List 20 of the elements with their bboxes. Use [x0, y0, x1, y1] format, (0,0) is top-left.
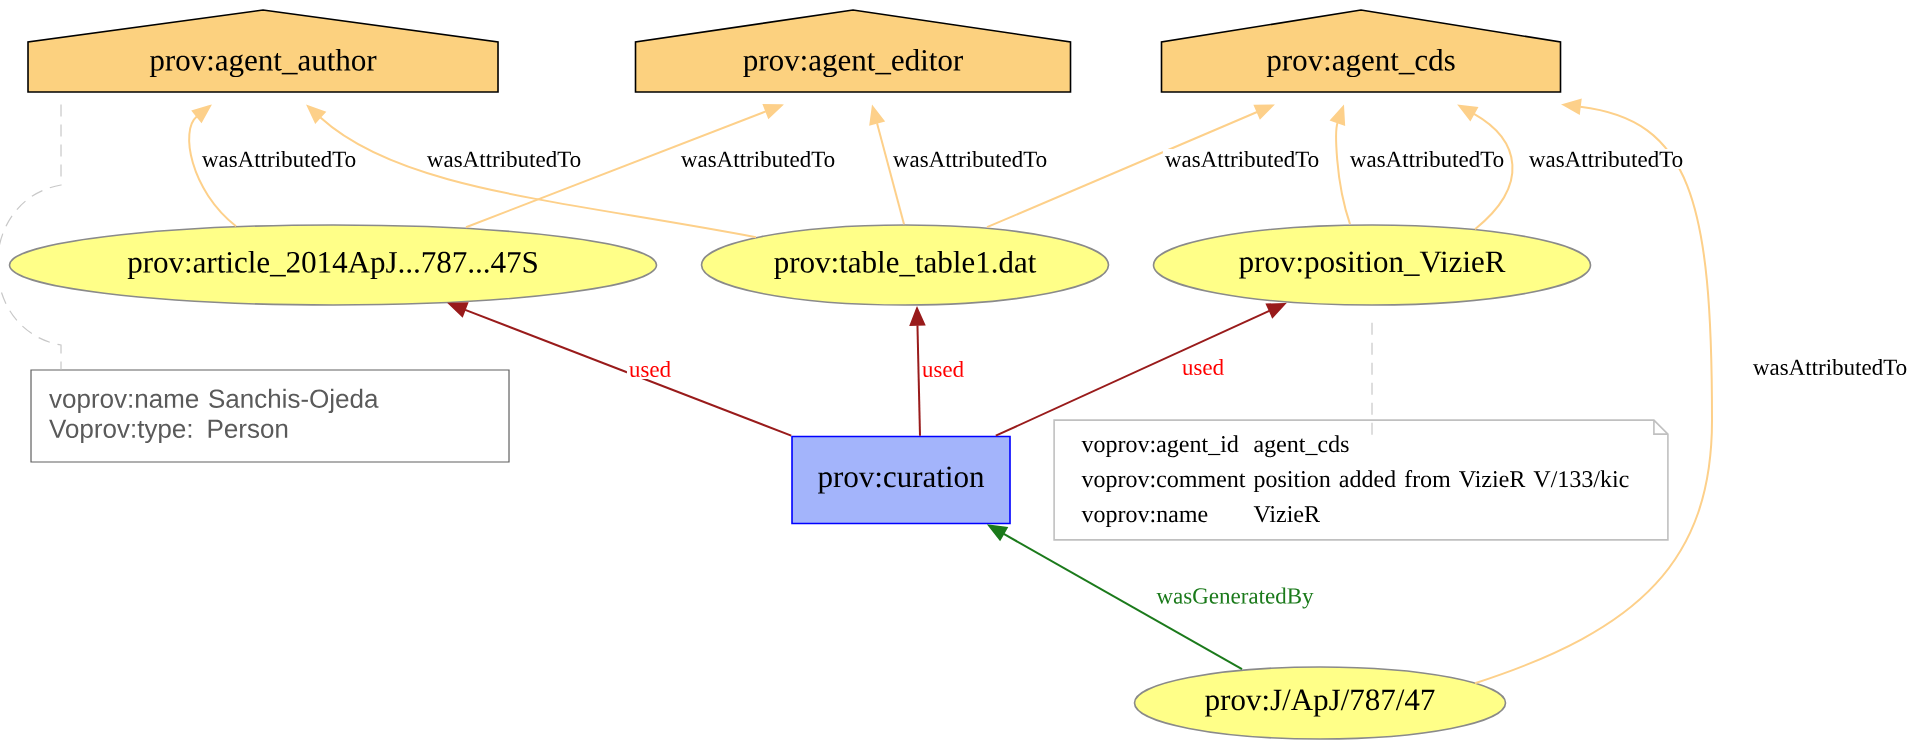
note-connector	[1371, 322, 1373, 438]
edge-label: wasGeneratedBy	[1154, 585, 1316, 611]
edge-label: used	[1179, 356, 1227, 378]
edge-label: wasAttributedTo	[678, 148, 838, 170]
edge-label: wasAttributedTo	[1347, 148, 1507, 170]
edge-label: wasAttributedTo	[199, 148, 359, 170]
note-box: voprov:agent_id agent_cds voprov:comment position added from VizieR V/133/kic voprov:name VizieR	[1053, 419, 1669, 541]
edge-label: wasAttributedTo	[1526, 148, 1686, 170]
agent-house: prov:agent_cds	[1160, 9, 1562, 93]
arrow	[1474, 98, 1713, 685]
edge-label: wasAttributedTo	[1162, 148, 1322, 170]
agent-house: prov:agent_author	[27, 9, 499, 93]
edge-label: wasAttributedTo	[890, 148, 1050, 170]
edge-label: wasAttributedTo	[1750, 356, 1910, 378]
note-box: voprov:name Sanchis-Ojeda Voprov:type: Person	[30, 369, 510, 463]
activity-box: prov:curation	[791, 435, 1011, 525]
edge-label: used	[626, 358, 674, 380]
edge-label: used	[919, 358, 967, 380]
agent-house: prov:agent_editor	[634, 9, 1072, 93]
edge-label: wasAttributedTo	[424, 148, 584, 170]
